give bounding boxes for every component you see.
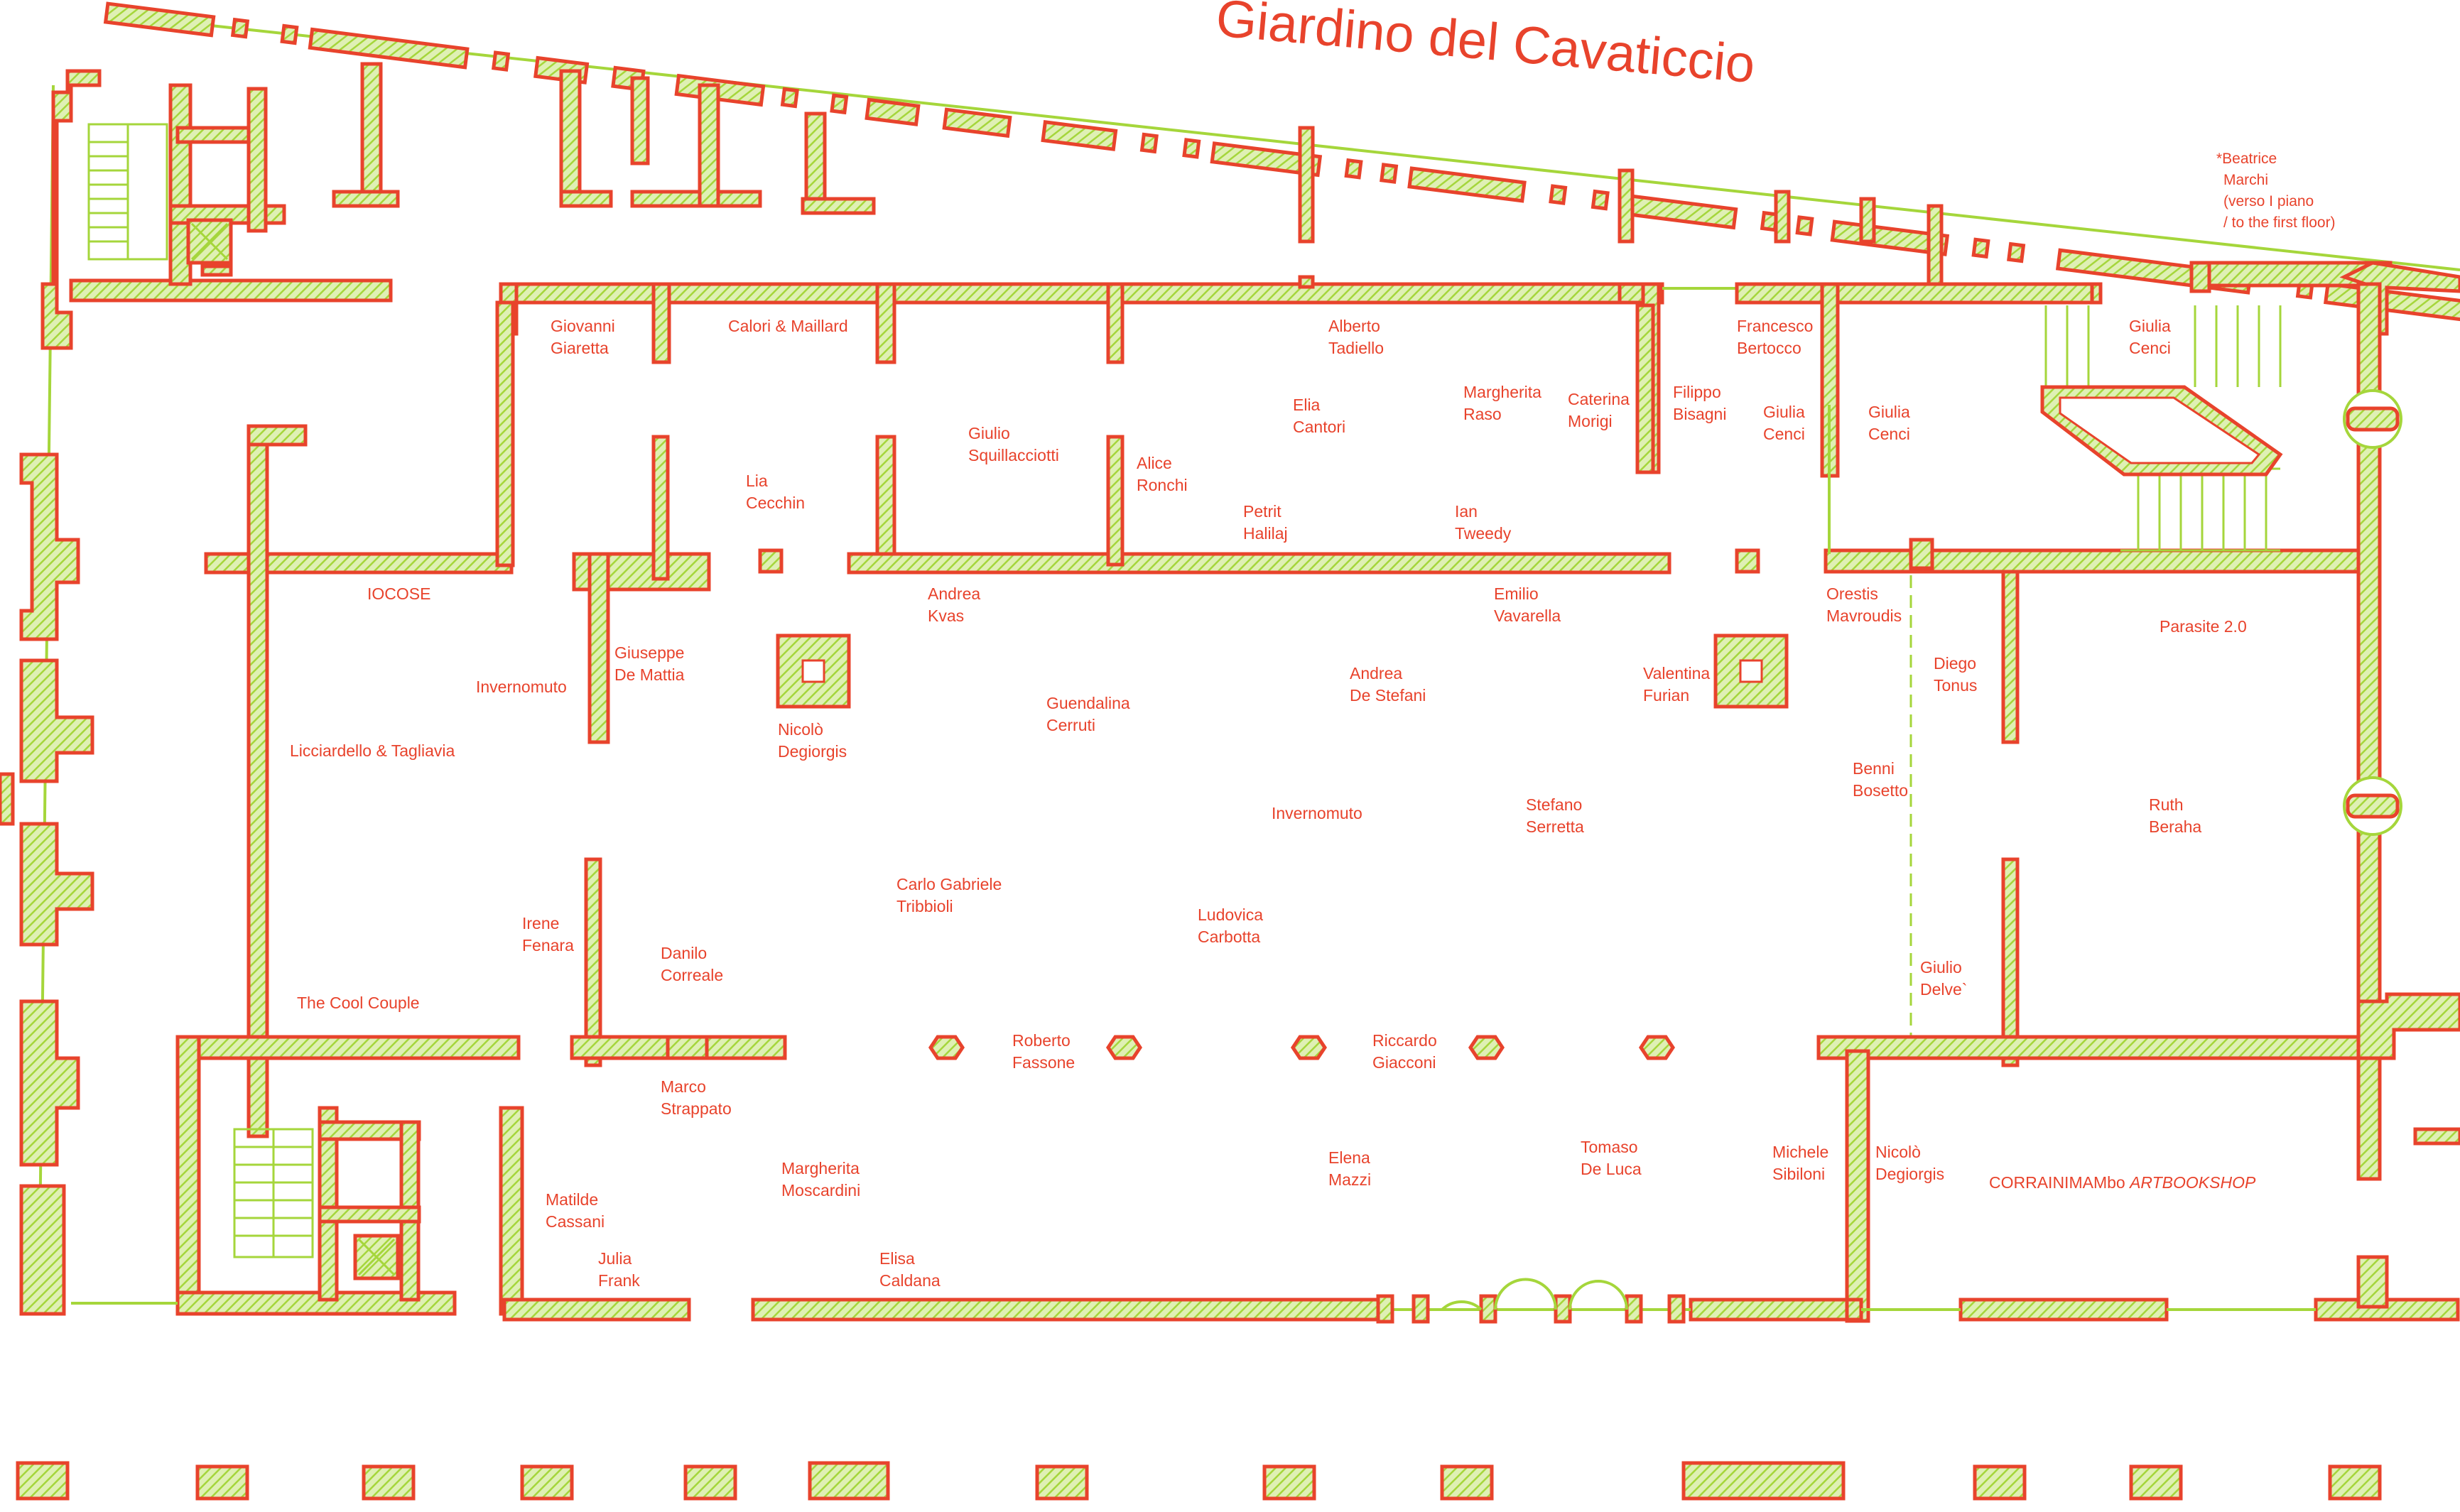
- hall-north-wall: [499, 126, 2460, 478]
- entrance-doors: [1376, 1278, 1686, 1324]
- room-label: Calori & Maillard: [728, 317, 848, 335]
- room-label: Invernomuto: [1272, 804, 1362, 822]
- room-label: Parasite 2.0: [2160, 617, 2247, 636]
- note-line: Marchi: [2223, 172, 2268, 188]
- inner-partitions: [204, 300, 2368, 1138]
- bookshop-name: ARTBOOKSHOP: [2128, 1173, 2256, 1192]
- service-rooms: [69, 62, 876, 303]
- east-side: [2040, 282, 2402, 1004]
- garden-title: Giardino del Cavaticcio: [1214, 0, 1757, 94]
- room-label: The Cool Couple: [297, 994, 420, 1012]
- bookshop-label: CORRAINIMAMbo ARTBOOKSHOP: [1989, 1173, 2256, 1192]
- room-label: Licciardello & Tagliavia: [290, 741, 455, 760]
- south-wall: [502, 1255, 2460, 1324]
- stair-east: [2040, 305, 2283, 552]
- portico-pillars: [16, 1461, 2382, 1501]
- note-line: (verso I piano: [2223, 193, 2314, 210]
- note-line: / to the first floor): [2223, 214, 2336, 231]
- room-label: Invernomuto: [476, 678, 567, 696]
- bookshop-prefix: CORRAINIMAMbo: [1989, 1173, 2130, 1192]
- stair-southwest: [233, 1128, 314, 1258]
- note-line: *Beatrice: [2216, 151, 2277, 167]
- west-wall: [0, 69, 102, 1316]
- first-floor-note: *Beatrice Marchi (verso I piano / to the…: [2216, 151, 2336, 231]
- east-doors: [2343, 389, 2402, 836]
- southwest-room: [71, 1035, 524, 1316]
- stair-northwest: [87, 123, 168, 261]
- room-label: IOCOSE: [367, 584, 430, 603]
- hall-south-row: [175, 992, 2460, 1323]
